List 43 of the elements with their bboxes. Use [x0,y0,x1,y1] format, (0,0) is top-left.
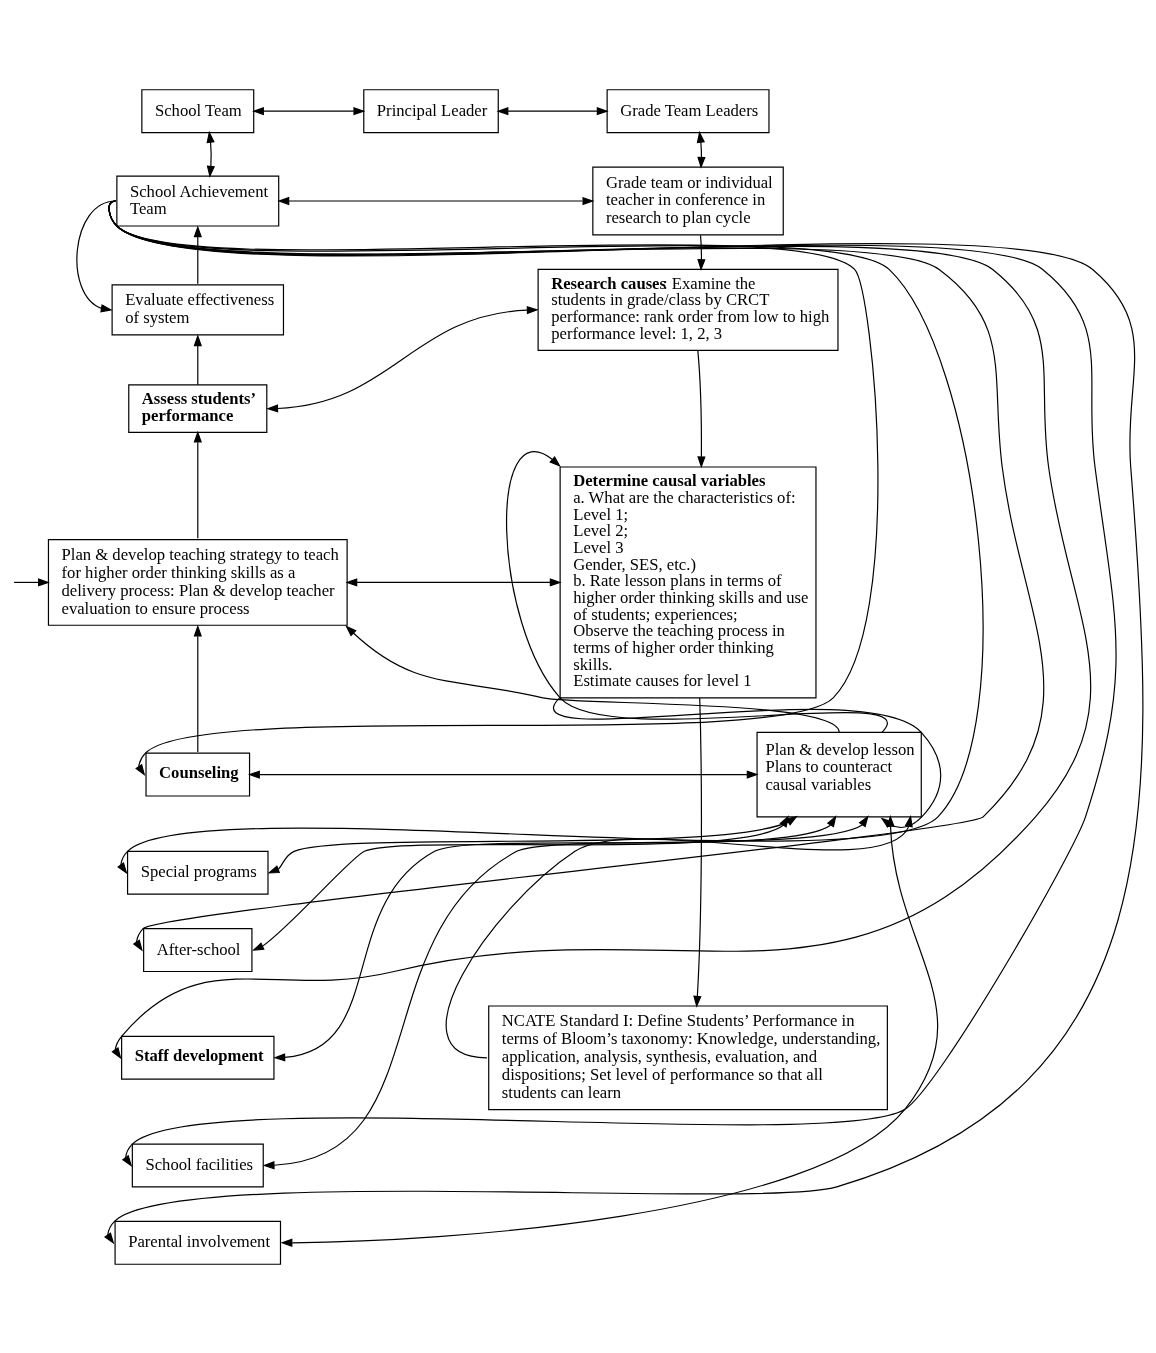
arrow [108,199,984,874]
arrow [696,130,706,169]
arrow [193,224,202,284]
node-box: Staff development [121,1035,275,1080]
arrow [697,234,706,271]
arrow [262,814,869,1169]
arrow [108,199,879,776]
node-box: Parental involvement [114,1220,282,1265]
arrow [193,624,202,753]
node-box: Assess students’ performance [128,383,268,433]
node-box: School Achievement Team [116,174,280,227]
arrow [252,106,366,115]
node-box: Plan & develop lesson Plans to counteract causal variables [756,731,922,817]
arrow [345,624,840,733]
arrow [345,577,562,587]
arrow [76,199,117,312]
node-box: Research causes: Examine the students in grade/class by CRCT performance: rank order from low to high performance level: 1, 2, 3 [537,268,839,351]
arrow [206,130,216,178]
arrow [13,577,50,587]
node-box: School facilities [131,1142,264,1187]
arrow [693,697,703,1008]
node-box: Grade team or individual teacher in conference in research to plan cycle [592,166,784,236]
arrow [193,333,202,385]
arrow [248,769,759,779]
arrow [697,349,706,468]
node-box: NCATE Standard I: Define Students’ Performance in terms of Bloom’s taxonomy: Knowledge, understanding, application, analysis, synthesis, evaluation, and dispositions; Set level of performance so that all students can learn [488,1004,888,1110]
arrow [267,815,798,873]
node-box: School Team [141,88,255,133]
node-box: Special programs [127,850,269,895]
arrow [193,430,202,539]
node-box: Counseling [145,752,251,797]
arrow [273,814,837,1062]
node-box: Grade Team Leaders [606,88,770,133]
arrow [496,106,609,115]
node-box: After-school [143,927,253,972]
node-box: Principal Leader [363,88,499,133]
arrow [277,196,595,205]
node-box: Plan & develop teaching strategy to teach for higher order thinking skills as a delivery process: Plan & develop teacher evaluation to ensure process [47,538,348,626]
arrow [108,199,1045,952]
node-box: Evaluate effectiveness of system [111,283,285,335]
node-box: Determine causal variables a. What are the characteristics of: Level 1; Level 2; Level 3 Gender, SES, etc.) b. Rate lesson plans in terms of higher order thinking skills and use of students; experiences; Observe the teaching process in terms of higher order thinking skills. Estimate causes for level 1 [559,465,817,698]
arrow [266,305,539,413]
arrow [252,814,789,951]
